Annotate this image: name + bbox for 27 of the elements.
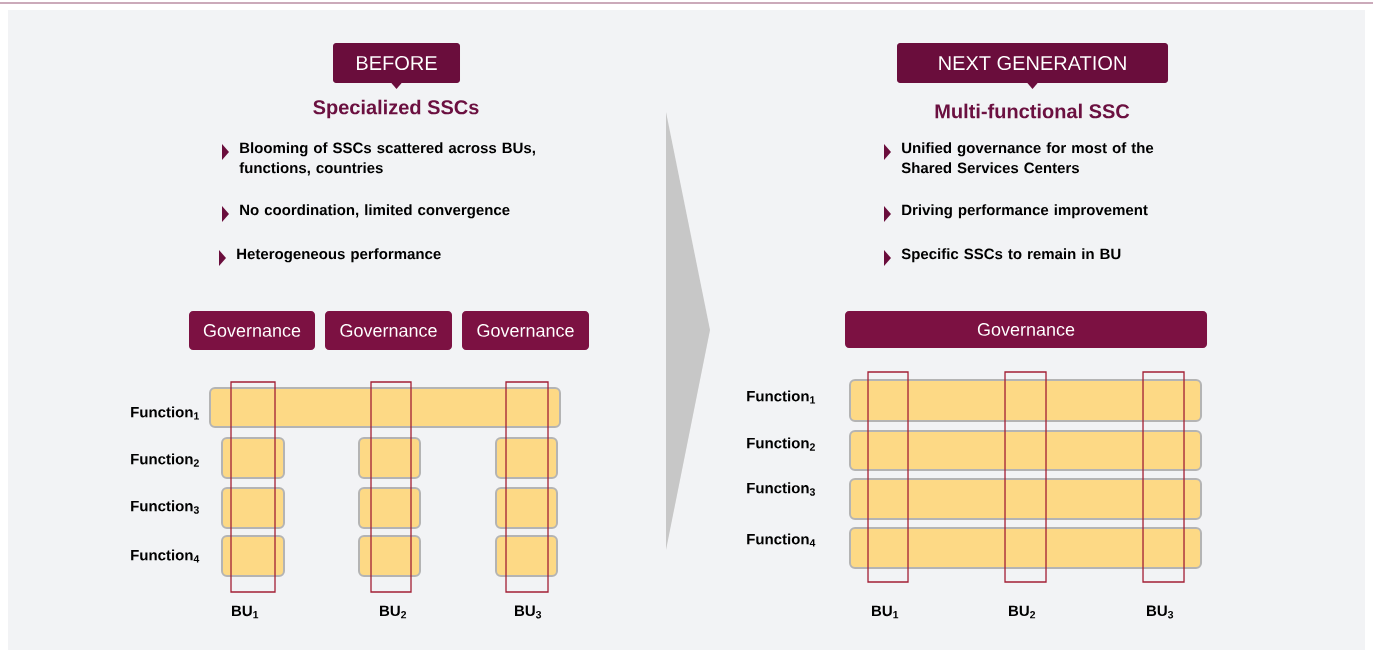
title-badge: NEXT GENERATION [897, 43, 1168, 89]
row-label: Function$_{2}$ [131, 453, 199, 467]
bullet-text: Blooming of SSCs scattered across BUs, functions, countries [239, 142, 535, 176]
column-label: BU$_{1}$ [872, 605, 899, 619]
row-label: Function$_{4}$ [747, 533, 816, 547]
column-label: BU$_{2}$ [1009, 605, 1036, 619]
bullet-text: Driving performance improvement [902, 204, 1148, 219]
column-label: BU$_{1}$ [232, 605, 259, 619]
row-label: Function$_{1}$ [131, 406, 199, 420]
governance-box: Governance [845, 311, 1207, 348]
governance-box: Governance [462, 311, 589, 350]
row-label: Function$_{3}$ [131, 500, 199, 514]
governance-box: Governance [325, 311, 452, 350]
row-label: Function$_{3}$ [747, 482, 815, 496]
row-label: Function$_{2}$ [747, 437, 815, 451]
section-heading: Multi-functional SSC [935, 103, 1130, 119]
title-badge: BEFORE [333, 43, 460, 89]
row-label: Function$_{1}$ [747, 390, 816, 404]
bullet-text: Unified governance for most of the Shared Services Centers [901, 142, 1154, 174]
bullet-text: No coordination, limited convergence [240, 204, 510, 219]
bullet-text: Specific SSCs to remain in BU [901, 248, 1121, 263]
governance-box: Governance [189, 311, 315, 350]
column-label: BU$_{2}$ [380, 605, 407, 619]
row-label: Function$_{4}$ [131, 549, 200, 563]
column-label: BU$_{3}$ [1147, 605, 1174, 619]
column-label: BU$_{3}$ [515, 605, 542, 619]
bullet-text: Heterogeneous performance [237, 248, 441, 263]
